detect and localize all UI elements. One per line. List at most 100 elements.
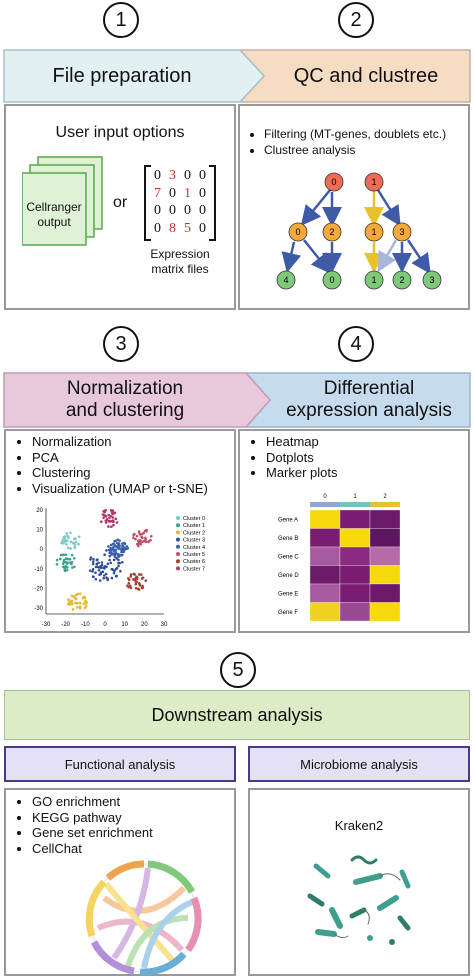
heatmap-row-label: Gene A bbox=[278, 517, 298, 523]
umap-point bbox=[73, 545, 77, 548]
umap-point bbox=[76, 592, 80, 596]
umap-point bbox=[109, 514, 113, 518]
umap-point bbox=[115, 521, 119, 524]
header-chevrons-middle bbox=[3, 372, 471, 428]
umap-point bbox=[118, 546, 121, 550]
legend-label: Cluster 6 bbox=[183, 559, 205, 565]
umap-point bbox=[124, 547, 127, 551]
umap-point bbox=[69, 547, 72, 550]
microbiome-analysis-header: Microbiome analysis bbox=[248, 746, 470, 782]
y-tick-label: 10 bbox=[36, 528, 43, 534]
umap-point bbox=[114, 539, 118, 543]
heatmap-cell bbox=[309, 565, 341, 585]
umap-point bbox=[105, 518, 109, 521]
clustree-diagram: 0 1 0 2 1 3 4 0 1 2 3 bbox=[276, 172, 442, 290]
matrix-cell: 0 bbox=[154, 168, 161, 183]
umap-point bbox=[64, 553, 68, 557]
umap-point bbox=[144, 579, 148, 583]
heatmap-cell bbox=[369, 509, 401, 529]
functional-analysis-header: Functional analysis bbox=[4, 746, 236, 782]
umap-point bbox=[112, 520, 115, 524]
umap-point bbox=[70, 553, 74, 557]
umap-point bbox=[132, 533, 135, 537]
umap-point bbox=[97, 569, 101, 572]
header-chevrons-top bbox=[3, 49, 471, 103]
umap-point bbox=[134, 586, 138, 590]
umap-point bbox=[110, 576, 114, 580]
umap-point bbox=[111, 512, 115, 516]
cellranger-files-icon bbox=[22, 156, 103, 246]
matrix-cell: 1 bbox=[184, 185, 191, 201]
umap-point bbox=[92, 557, 95, 561]
umap-point bbox=[94, 577, 98, 581]
heatmap-col-label: 0 bbox=[323, 494, 327, 500]
matrix-cell: 0 bbox=[169, 203, 176, 218]
umap-point bbox=[89, 558, 92, 561]
diff-bullet: Heatmap bbox=[266, 434, 338, 450]
umap-point bbox=[82, 595, 86, 599]
umap-point bbox=[121, 561, 124, 564]
umap-point bbox=[63, 535, 67, 538]
matrix-cell: 0 bbox=[154, 203, 161, 218]
heatmap-cell bbox=[339, 565, 371, 585]
umap-point bbox=[104, 515, 108, 518]
matrix-cell: 0 bbox=[184, 168, 191, 183]
matrix-brackets bbox=[144, 165, 216, 241]
umap-point bbox=[74, 597, 78, 600]
heatmap-col-bar bbox=[310, 502, 340, 507]
umap-point bbox=[101, 570, 105, 574]
umap-point bbox=[77, 542, 80, 546]
umap-point bbox=[65, 557, 69, 561]
heatmap-cell bbox=[309, 602, 341, 622]
heatmap-col-bar bbox=[370, 502, 400, 507]
cellchat-chord-diagram bbox=[85, 860, 202, 976]
umap-point bbox=[91, 567, 95, 571]
bacteria-illustration bbox=[307, 855, 411, 945]
kraken2-label: Kraken2 bbox=[334, 818, 384, 833]
umap-point bbox=[66, 534, 69, 538]
umap-point bbox=[85, 604, 88, 608]
step-4-badge: 4 bbox=[338, 326, 374, 362]
umap-point bbox=[105, 565, 108, 569]
umap-point bbox=[59, 553, 63, 557]
heatmap-row-label: Gene F bbox=[278, 610, 298, 616]
umap-point bbox=[73, 556, 76, 560]
umap-point bbox=[108, 516, 111, 520]
umap-point bbox=[107, 520, 111, 523]
step-1-badge: 1 bbox=[103, 2, 139, 38]
diff-bullet: Marker plots bbox=[266, 465, 338, 481]
norm-bullet: Visualization (UMAP or t-SNE) bbox=[32, 481, 208, 497]
umap-point bbox=[117, 564, 120, 568]
umap-point bbox=[105, 576, 108, 579]
umap-point bbox=[78, 592, 82, 595]
umap-point bbox=[114, 544, 117, 548]
y-tick-label: -20 bbox=[34, 586, 43, 592]
umap-point bbox=[112, 542, 116, 546]
heatmap-col-bar bbox=[340, 502, 370, 507]
umap-point bbox=[102, 576, 106, 580]
umap-point bbox=[112, 549, 116, 553]
umap-point bbox=[108, 554, 112, 558]
umap-point bbox=[115, 541, 119, 545]
legend-swatch bbox=[176, 544, 180, 549]
umap-point bbox=[108, 558, 111, 562]
matrix-cell: 0 bbox=[169, 185, 176, 201]
x-tick-label: -10 bbox=[81, 622, 90, 628]
legend-label: Cluster 7 bbox=[183, 566, 205, 572]
umap-point bbox=[69, 531, 72, 535]
legend-label: Cluster 3 bbox=[183, 538, 205, 544]
user-input-options-label: User input options bbox=[55, 124, 185, 141]
umap-point bbox=[147, 540, 151, 543]
umap-point bbox=[118, 544, 121, 547]
umap-point bbox=[62, 553, 66, 557]
umap-point bbox=[137, 573, 141, 576]
legend-swatch bbox=[176, 566, 180, 571]
y-tick-label: 0 bbox=[40, 547, 44, 553]
tree-node: 1 bbox=[371, 177, 376, 187]
umap-point bbox=[135, 575, 138, 578]
umap-point bbox=[55, 562, 59, 566]
heatmap-cell bbox=[339, 509, 371, 529]
